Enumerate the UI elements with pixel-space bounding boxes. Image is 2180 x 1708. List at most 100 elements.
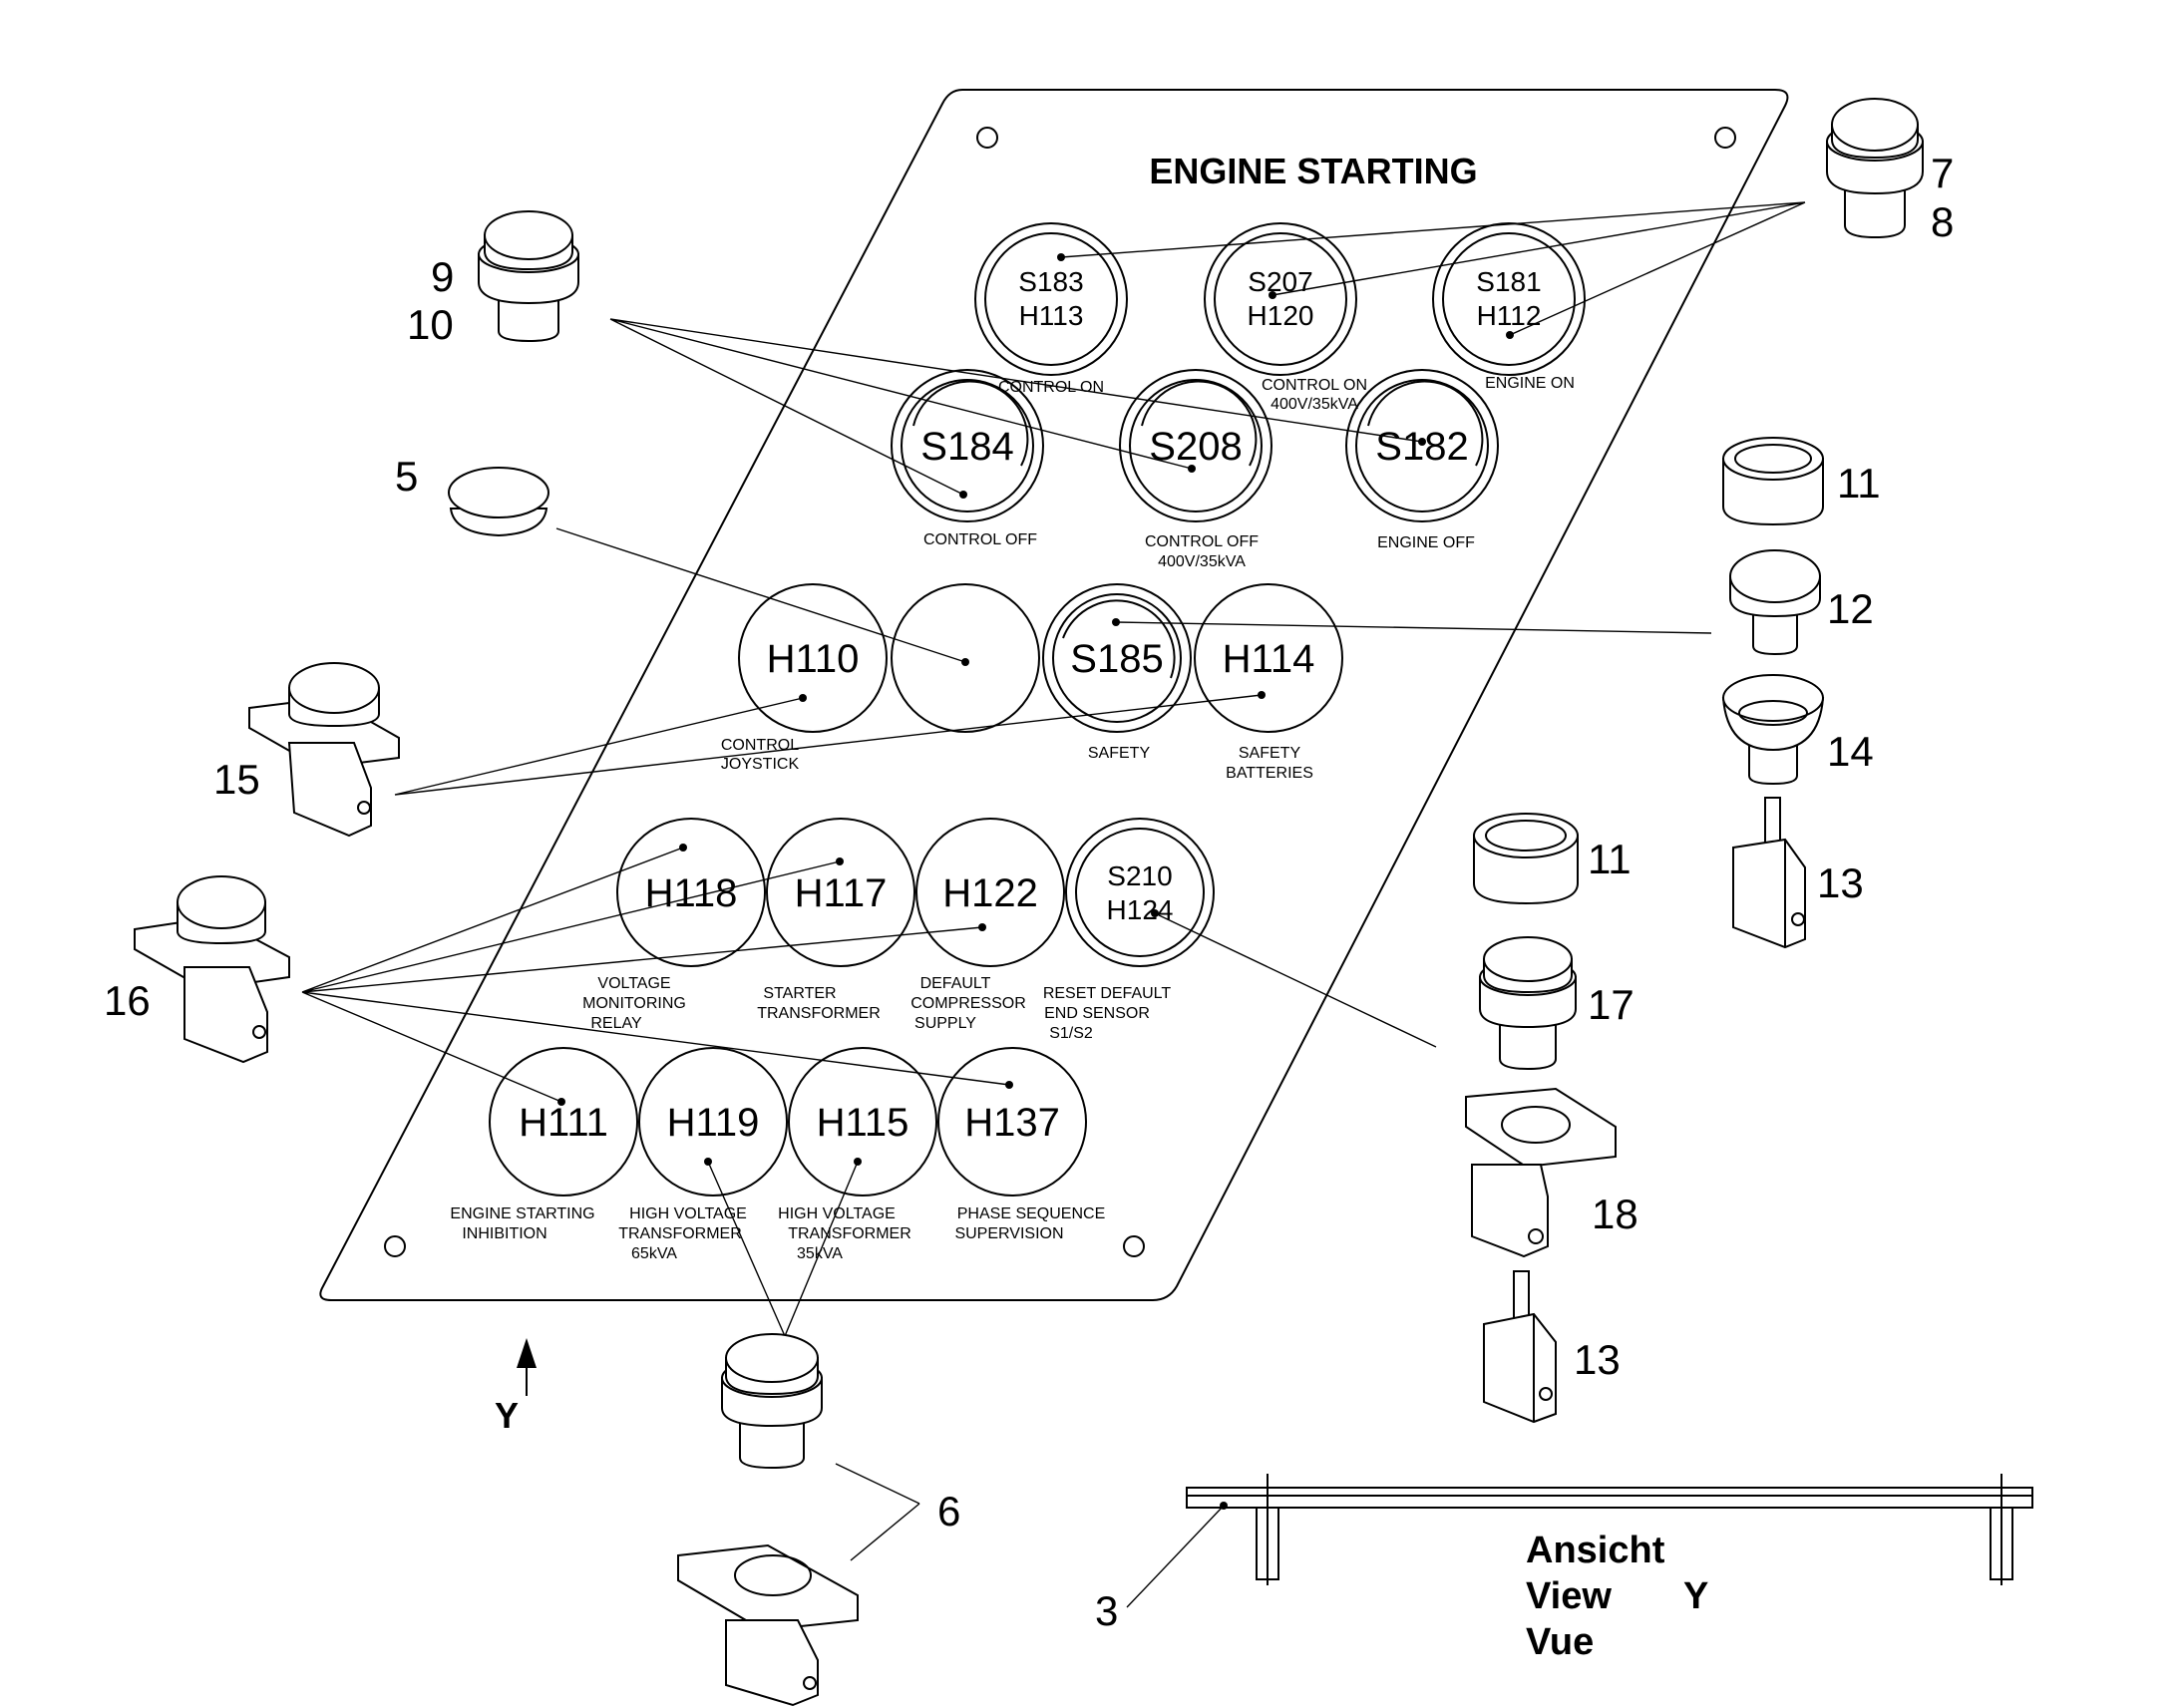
mounting-hole: [384, 1235, 406, 1257]
side-view-caption-en: View: [1526, 1575, 1612, 1617]
lamp-label: BATTERIES: [1226, 765, 1313, 782]
lamp-label: S1/S2: [1049, 1025, 1093, 1042]
callout-9: 9: [431, 253, 454, 300]
lamp-s185[interactable]: S185 SAFETY: [1042, 583, 1192, 762]
ring-part-11-top: [1722, 437, 1824, 526]
callout-13-right: 13: [1817, 859, 1864, 906]
lamp-holder-part-15: [248, 662, 400, 838]
lamp-s210[interactable]: S210 H124 RESET DEFAULT END SENSOR S1/S2: [1043, 818, 1215, 1042]
callout-16: 16: [104, 977, 151, 1024]
lamp-label: CONTROL OFF: [1145, 533, 1259, 550]
lamp-s207[interactable]: S207 H120 CONTROL ON 400V/35kVA: [1204, 222, 1367, 413]
lamp-s181[interactable]: S181 H112 ENGINE ON: [1432, 222, 1586, 392]
switch-element-part-13-middle: [1483, 1270, 1557, 1424]
side-view-caption-de: Ansicht: [1526, 1530, 1665, 1571]
lamp-code: S207: [1248, 266, 1312, 297]
callout-6: 6: [937, 1488, 960, 1535]
lamp-label: STARTER: [763, 985, 836, 1002]
lamp-code: H119: [667, 1101, 760, 1145]
lamp-code: S181: [1476, 266, 1541, 297]
lamp-holder-part-16: [134, 875, 290, 1064]
callout-11-top: 11: [1837, 460, 1881, 507]
callout-17: 17: [1588, 981, 1635, 1028]
lamp-code: H122: [942, 871, 1038, 915]
lamp-label: RELAY: [590, 1015, 642, 1032]
lamp-label: 65kVA: [631, 1245, 677, 1262]
lamp-label: END SENSOR: [1044, 1005, 1150, 1022]
lamp-code: S182: [1375, 425, 1468, 469]
lamp-code: H113: [1019, 300, 1084, 331]
lamp-label: SAFETY: [1239, 745, 1301, 762]
callout-11-middle: 11: [1588, 836, 1632, 882]
callout-18: 18: [1592, 1191, 1638, 1237]
callout-12: 12: [1827, 585, 1874, 632]
lamp-h114[interactable]: H114 SAFETY BATTERIES: [1194, 583, 1343, 782]
lamp-label: CONTROL ON: [998, 379, 1104, 396]
lamp-code: H120: [1248, 300, 1314, 331]
lamp-h117[interactable]: H117 STARTER TRANSFORMER: [757, 818, 915, 1022]
side-view-caption-fr: Vue: [1526, 1621, 1594, 1663]
lamp-h110[interactable]: H110 CONTROL JOYSTICK: [721, 583, 888, 773]
push-button-part-7: [1826, 98, 1924, 239]
lamp-code: H115: [817, 1101, 909, 1145]
lamp-h122[interactable]: H122 DEFAULT COMPRESSOR SUPPLY: [910, 818, 1065, 1032]
lamp-h118[interactable]: H118 VOLTAGE MONITORING RELAY: [582, 818, 766, 1032]
push-button-part-17: [1479, 936, 1577, 1071]
lamp-s184[interactable]: S184 CONTROL OFF: [891, 369, 1044, 548]
lamp-label: CONTROL: [721, 737, 799, 754]
lamp-s183[interactable]: S183 H113 CONTROL ON: [974, 222, 1128, 396]
lamp-code: H111: [519, 1101, 608, 1145]
lamp-label: CONTROL ON: [1262, 377, 1367, 394]
lamp-s182[interactable]: S182 ENGINE OFF: [1345, 369, 1499, 551]
lamp-code: H114: [1223, 637, 1315, 681]
lamp-code: S210: [1107, 860, 1172, 891]
side-view-panel: [1186, 1474, 2033, 1585]
lamp-label: SUPPLY: [914, 1015, 976, 1032]
lamp-label: RESET DEFAULT: [1043, 985, 1172, 1002]
callout-14: 14: [1827, 728, 1874, 775]
callout-5: 5: [395, 453, 418, 500]
blind-plug-part-5: [448, 467, 549, 537]
side-view-caption-y: Y: [1683, 1575, 1708, 1617]
leader-dots: [557, 253, 1514, 1510]
lamp-code: S208: [1149, 425, 1242, 469]
lamp-label: INHIBITION: [462, 1225, 546, 1242]
lamp-label: PHASE SEQUENCE: [957, 1205, 1105, 1222]
push-button-part-6: [721, 1333, 823, 1470]
lamp-h111[interactable]: H111 ENGINE STARTING INHIBITION: [450, 1047, 638, 1242]
lamp-code: H137: [964, 1101, 1060, 1145]
lamp-h115[interactable]: H115 HIGH VOLTAGE TRANSFORMER 35kVA: [778, 1047, 937, 1262]
callout-7: 7: [1931, 150, 1954, 196]
lamp-h137[interactable]: H137 PHASE SEQUENCE SUPERVISION: [937, 1047, 1105, 1242]
lamp-h119[interactable]: H119 HIGH VOLTAGE TRANSFORMER 65kVA: [618, 1047, 788, 1262]
lamp-label: DEFAULT: [920, 975, 991, 992]
insert-part-14: [1721, 674, 1825, 786]
ring-part-11-middle: [1473, 813, 1579, 905]
lamp-label: TRANSFORMER: [788, 1225, 911, 1242]
lamp-label: ENGINE OFF: [1377, 534, 1475, 551]
lamp-code: H112: [1477, 300, 1542, 331]
push-button-part-9: [478, 210, 579, 343]
lamp-label: SAFETY: [1088, 745, 1151, 762]
panel-plate: [319, 89, 1789, 1301]
mounting-hole: [976, 127, 998, 149]
callout-numbers: 7 8 9 10 5 11 12 14 13 11 17 18 13 15 16…: [104, 150, 1954, 1634]
lamp-label: MONITORING: [582, 995, 686, 1012]
view-arrow-label: Y: [495, 1395, 519, 1436]
lamp-label: ENGINE ON: [1485, 375, 1575, 392]
view-arrow-y: Y: [495, 1338, 537, 1436]
lamp-label: ENGINE STARTING: [450, 1205, 594, 1222]
lamp-label: HIGH VOLTAGE: [778, 1205, 896, 1222]
holder-part-18: [1465, 1087, 1617, 1258]
leader-lines: [301, 201, 1806, 1608]
mounting-hole: [1714, 127, 1736, 149]
callout-3: 3: [1095, 1587, 1118, 1634]
panel-title: ENGINE STARTING: [1149, 151, 1477, 191]
lamp-blank[interactable]: [891, 583, 1040, 733]
lamp-label: 400V/35kVA: [1271, 396, 1358, 413]
callout-10: 10: [407, 301, 454, 348]
lamp-label: COMPRESSOR: [910, 995, 1026, 1012]
lamp-label: VOLTAGE: [597, 975, 670, 992]
lamp-label: CONTROL OFF: [923, 531, 1037, 548]
